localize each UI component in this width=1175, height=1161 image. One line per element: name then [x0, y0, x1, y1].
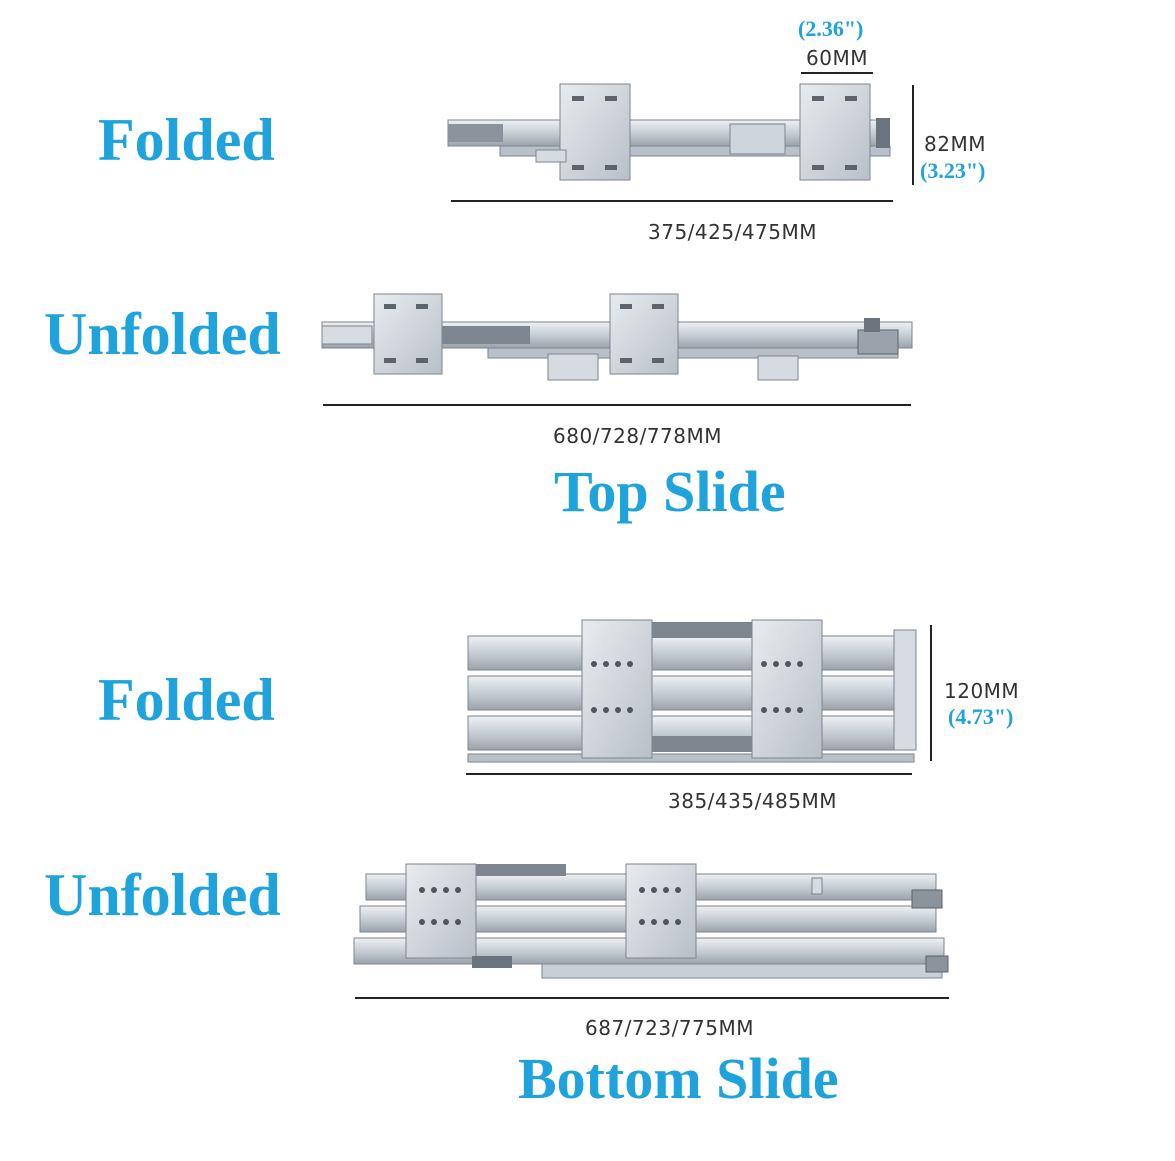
top-folded-label: Folded: [98, 107, 275, 173]
bottom-folded-height-line: [930, 625, 932, 761]
top-folded-width-mm: 60MM: [806, 46, 868, 70]
top-folded-length: 375/425/475MM: [648, 220, 818, 244]
bottom-slide-title: Bottom Slide: [518, 1046, 839, 1111]
top-folded-length-line: [451, 200, 893, 202]
bottom-unfolded-length-line: [355, 997, 949, 999]
bottom-slide-folded-image: [467, 619, 917, 763]
top-slide-title: Top Slide: [554, 459, 786, 524]
bottom-unfolded-length: 687/723/775MM: [585, 1016, 755, 1040]
top-unfolded-length-line: [323, 404, 911, 406]
top-unfolded-length: 680/728/778MM: [553, 424, 723, 448]
top-folded-width-line: [801, 72, 873, 74]
bottom-folded-length-line: [466, 773, 912, 775]
top-slide-folded-image: [447, 83, 891, 181]
bottom-folded-height-inch: (4.73"): [948, 704, 1014, 729]
top-folded-width-inch: (2.36"): [798, 16, 864, 41]
bottom-folded-length: 385/435/485MM: [668, 789, 838, 813]
top-unfolded-label: Unfolded: [44, 301, 281, 367]
bottom-folded-label: Folded: [98, 667, 275, 733]
top-folded-height-line: [912, 85, 914, 185]
top-slide-unfolded-image: [321, 293, 913, 381]
bottom-folded-height-mm: 120MM: [944, 679, 1020, 703]
bottom-slide-unfolded-image: [353, 863, 949, 979]
bottom-unfolded-label: Unfolded: [44, 862, 281, 928]
top-folded-height-inch: (3.23"): [920, 158, 986, 183]
top-folded-height-mm: 82MM: [924, 132, 986, 156]
